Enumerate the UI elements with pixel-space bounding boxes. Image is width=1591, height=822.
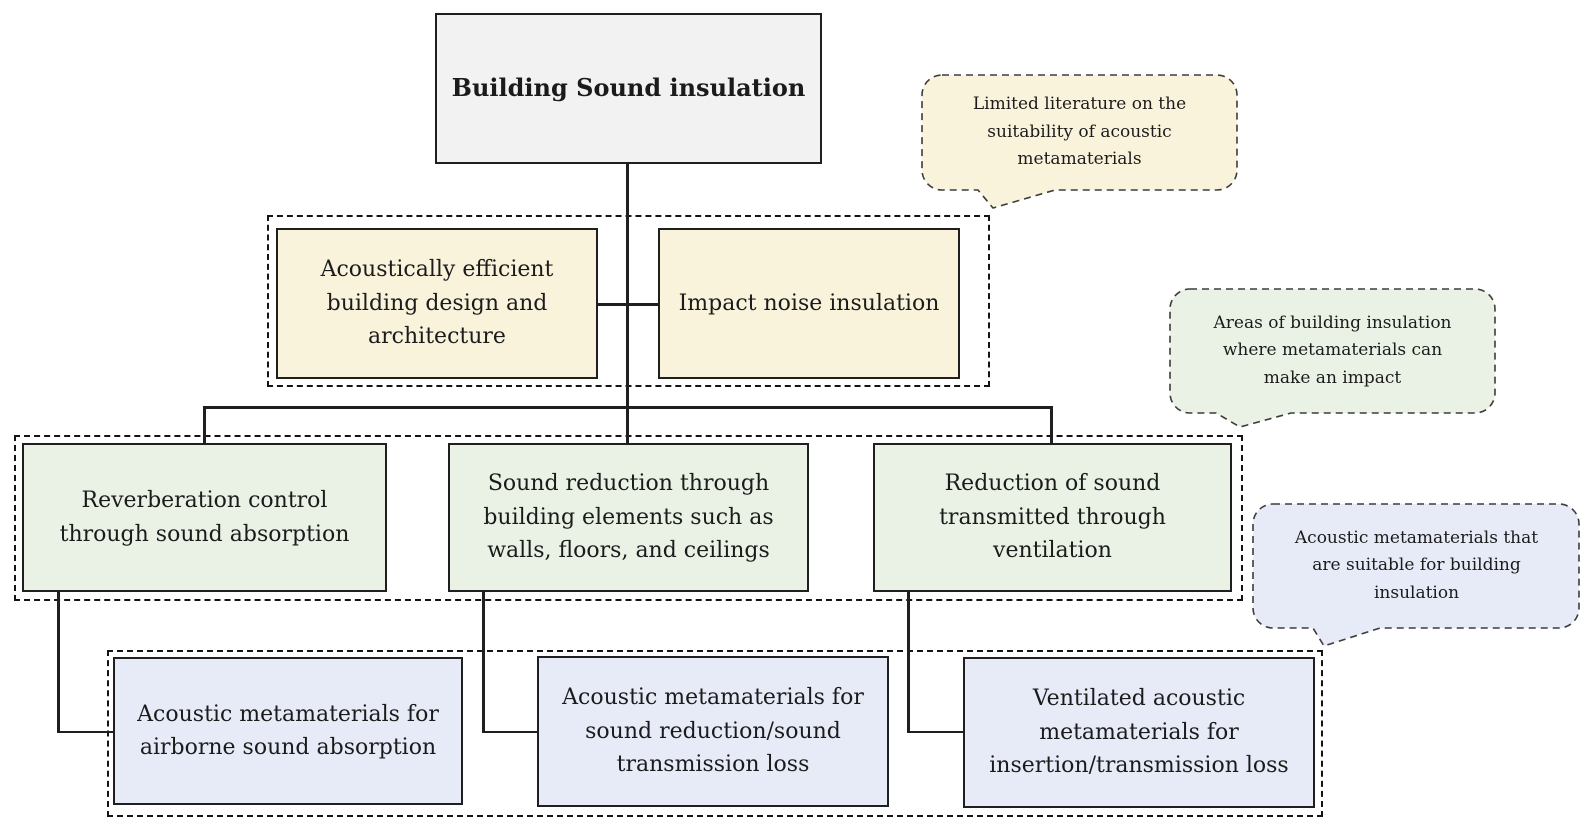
node-impact-noise-insulation: Impact noise insulation xyxy=(658,228,960,379)
connector-ventilation-down xyxy=(907,592,910,733)
speech-bubble-shape xyxy=(1252,503,1580,647)
callout-line: suitability of acoustic xyxy=(987,121,1172,142)
node-label: Acoustically efficient xyxy=(320,257,554,283)
connector-branch-horizontal xyxy=(203,406,1052,409)
connector-design-impact-horizontal xyxy=(598,303,658,306)
node-label: Ventilated acoustic xyxy=(1032,686,1246,712)
node-label: walls, floors, and ceilings xyxy=(487,538,770,564)
node-label: Reduction of sound xyxy=(944,471,1161,497)
node-metamaterials-airborne-absorption: Acoustic metamaterials for airborne soun… xyxy=(113,657,463,805)
callout-line: are suitable for building xyxy=(1312,555,1521,576)
callout-bubble-areas-of-impact xyxy=(1169,288,1496,428)
callout-line: Acoustic metamaterials that xyxy=(1294,527,1539,548)
connector-reverberation-elbow xyxy=(57,730,114,733)
connector-branch-left-drop xyxy=(203,406,206,443)
connector-branch-right-drop xyxy=(1050,406,1053,443)
node-acoustically-efficient-design: Acoustically efficient building design a… xyxy=(276,228,598,379)
node-label: metamaterials for xyxy=(1039,719,1239,745)
node-label: Acoustic metamaterials for xyxy=(562,685,864,711)
callout-suitable-metamaterials-text: Acoustic metamaterials that are suitable… xyxy=(1253,504,1580,628)
callout-limited-literature-text: Limited literature on the suitability of… xyxy=(922,75,1237,190)
node-reduction-sound-ventilation: Reduction of sound transmitted through v… xyxy=(873,443,1232,592)
callout-line: Limited literature on the xyxy=(972,94,1187,115)
connector-elements-elbow xyxy=(482,730,538,733)
node-label: through sound absorption xyxy=(59,521,350,547)
connector-elements-down xyxy=(482,592,485,733)
node-label: Impact noise insulation xyxy=(678,290,940,316)
node-label: transmitted through xyxy=(939,504,1166,530)
node-label: Acoustic metamaterials for xyxy=(137,701,439,727)
node-ventilated-metamaterials: Ventilated acoustic metamaterials for in… xyxy=(963,657,1315,808)
node-label: architecture xyxy=(368,324,506,350)
node-building-sound-insulation: Building Sound insulation xyxy=(435,13,822,164)
node-label: building design and xyxy=(326,290,548,316)
node-sound-reduction-building-elements: Sound reduction through building element… xyxy=(448,443,809,592)
node-label: building elements such as xyxy=(483,504,774,530)
speech-bubble-shape xyxy=(1169,288,1496,428)
group-metamaterials-container xyxy=(107,650,1323,817)
node-label: sound reduction/sound xyxy=(585,718,841,744)
speech-bubble-shape xyxy=(921,74,1238,209)
node-reverberation-control: Reverberation control through sound abso… xyxy=(22,443,387,592)
connector-reverberation-down xyxy=(57,592,60,733)
node-label: Building Sound insulation xyxy=(451,73,806,103)
callout-areas-of-impact-text: Areas of building insulation where metam… xyxy=(1170,289,1495,413)
callout-line: where metamaterials can xyxy=(1222,340,1443,361)
callout-bubble-suitable-metamaterials xyxy=(1252,503,1580,647)
connector-ventilation-elbow xyxy=(907,730,964,733)
callout-line: metamaterials xyxy=(1017,149,1142,170)
node-metamaterials-transmission-loss: Acoustic metamaterials for sound reducti… xyxy=(537,656,889,807)
node-label: Reverberation control xyxy=(81,488,328,514)
callout-bubble-limited-literature xyxy=(921,74,1238,209)
node-label: airborne sound absorption xyxy=(139,735,437,760)
node-label: Sound reduction through xyxy=(487,471,770,497)
node-label: transmission loss xyxy=(616,752,810,778)
callout-line: insulation xyxy=(1373,582,1460,603)
group-insulation-areas-container xyxy=(14,435,1243,601)
node-label: insertion/transmission loss xyxy=(989,753,1289,779)
node-label: ventilation xyxy=(993,538,1112,564)
callout-line: Areas of building insulation xyxy=(1213,312,1452,333)
callout-line: make an impact xyxy=(1263,367,1402,388)
group-impact-noise-container xyxy=(267,215,990,387)
